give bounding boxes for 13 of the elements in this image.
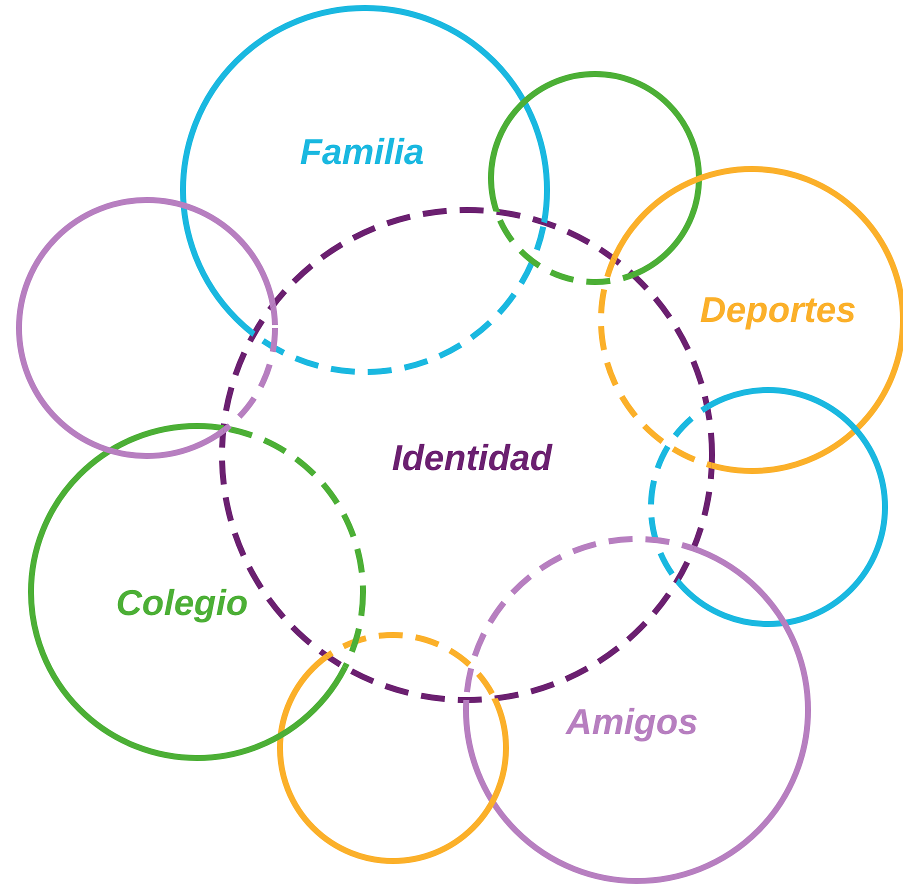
ring xyxy=(597,165,903,475)
ring-label: Identidad xyxy=(392,438,552,478)
ring-label: Amigos xyxy=(566,702,698,742)
ring xyxy=(276,631,510,865)
ring-label: Deportes xyxy=(700,290,856,330)
ring-label: Colegio xyxy=(116,583,248,623)
ring xyxy=(647,386,889,628)
ring xyxy=(15,196,279,460)
ring xyxy=(27,422,367,762)
ring-label: Familia xyxy=(300,132,424,172)
ring xyxy=(462,535,812,884)
ring xyxy=(487,70,703,286)
ring xyxy=(179,4,551,376)
